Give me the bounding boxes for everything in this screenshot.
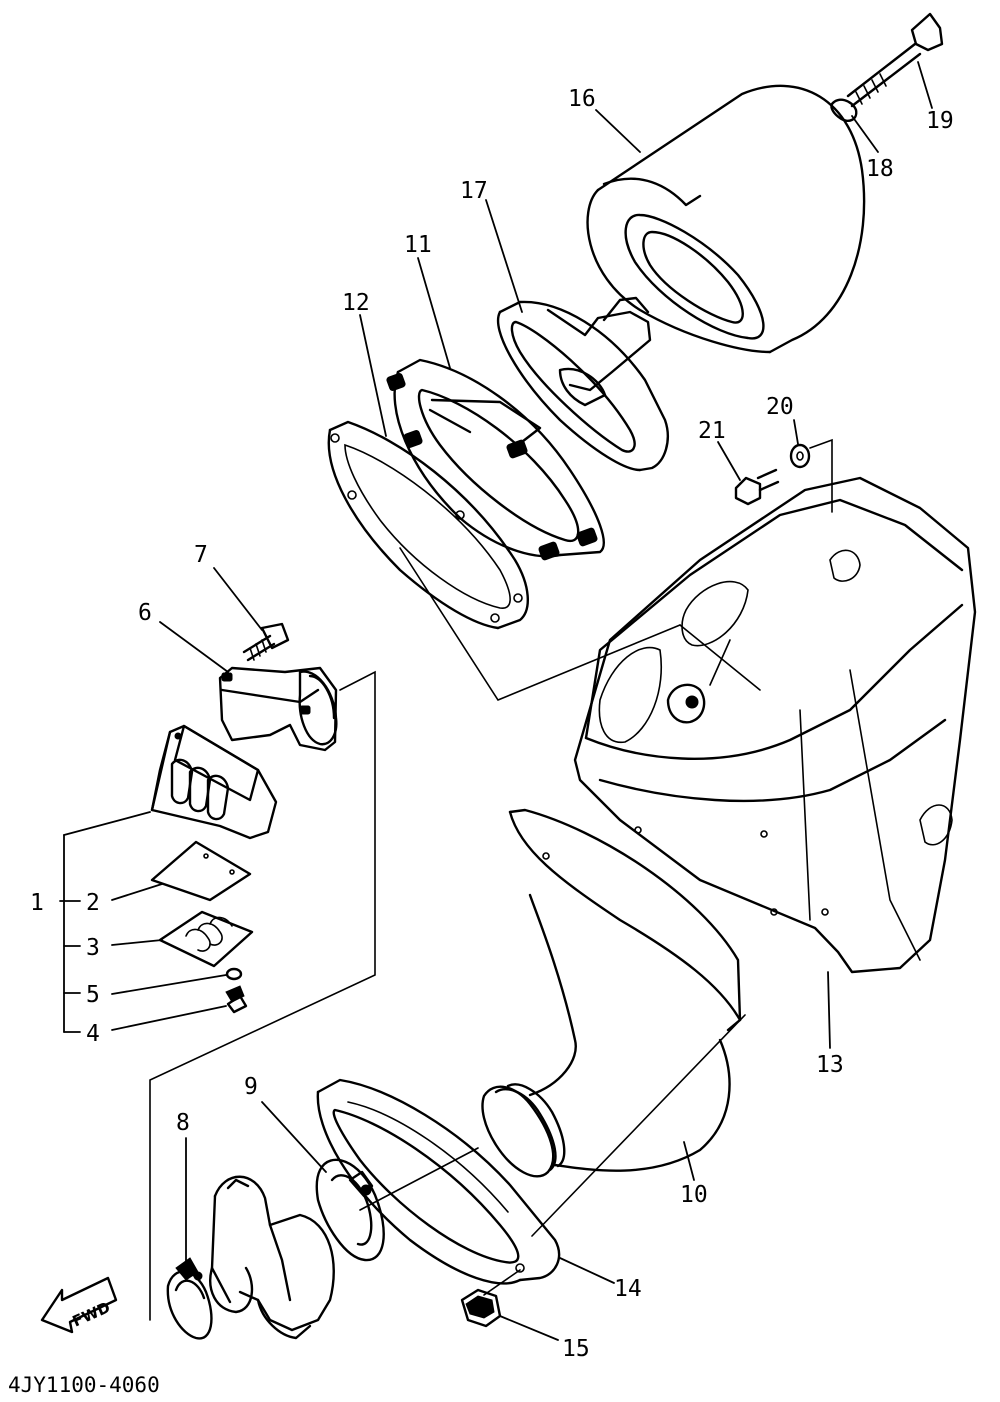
part-2-reed [150, 840, 252, 902]
part-16-air-filter [586, 84, 866, 354]
callout-labels: 1 2 3 4 5 6 7 8 9 10 11 12 13 14 15 16 1… [30, 86, 954, 1362]
callout-14: 14 [614, 1276, 642, 1302]
part-8-hose-clamp [166, 1257, 213, 1340]
forward-label: FWD [70, 1298, 113, 1330]
part-21-bolt [734, 468, 780, 506]
assembly-lines [149, 438, 833, 1321]
drawing-code: 4JY1100-4060 [8, 1373, 160, 1397]
callout-9: 9 [244, 1074, 258, 1100]
part-3-stopper [158, 910, 254, 968]
callout-18: 18 [866, 156, 894, 182]
callout-8: 8 [176, 1110, 190, 1136]
part-6-intake-manifold [218, 666, 338, 752]
forward-direction-indicator: FWD [40, 1276, 118, 1334]
part-18-washer [830, 98, 858, 122]
callout-1: 1 [30, 890, 44, 916]
leader-lines [59, 61, 933, 1341]
part-7-bolt [242, 622, 290, 662]
part-19-wing-bolt [846, 12, 944, 108]
callout-15: 15 [562, 1336, 590, 1362]
callout-6: 6 [138, 600, 152, 626]
callout-13: 13 [816, 1052, 844, 1078]
callout-12: 12 [342, 290, 370, 316]
callout-4: 4 [86, 1021, 100, 1047]
part-5-washer [225, 967, 243, 981]
callout-17: 17 [460, 178, 488, 204]
reed-valve-assembly [150, 724, 278, 840]
part-14-intake-flange [316, 1078, 561, 1285]
part-15-nut [460, 1288, 502, 1328]
callout-21: 21 [698, 418, 726, 444]
callout-2: 2 [86, 890, 100, 916]
part-12-gasket [327, 420, 529, 630]
part-17-filter-guide [496, 296, 669, 472]
callout-10: 10 [680, 1182, 708, 1208]
part-4-screw [225, 985, 248, 1014]
part-10-intake-joint [481, 808, 742, 1178]
carburetor [209, 1175, 335, 1340]
callout-20: 20 [766, 394, 794, 420]
callout-5: 5 [86, 982, 100, 1008]
callout-19: 19 [926, 108, 954, 134]
arrow-forward-icon [40, 1276, 118, 1334]
callout-11: 11 [404, 232, 432, 258]
part-20-washer [789, 443, 811, 469]
part-13-air-filter-case [542, 476, 977, 974]
part-11-case-joint [386, 358, 605, 561]
callout-7: 7 [194, 542, 208, 568]
callout-3: 3 [86, 935, 100, 961]
callout-16: 16 [568, 86, 596, 112]
